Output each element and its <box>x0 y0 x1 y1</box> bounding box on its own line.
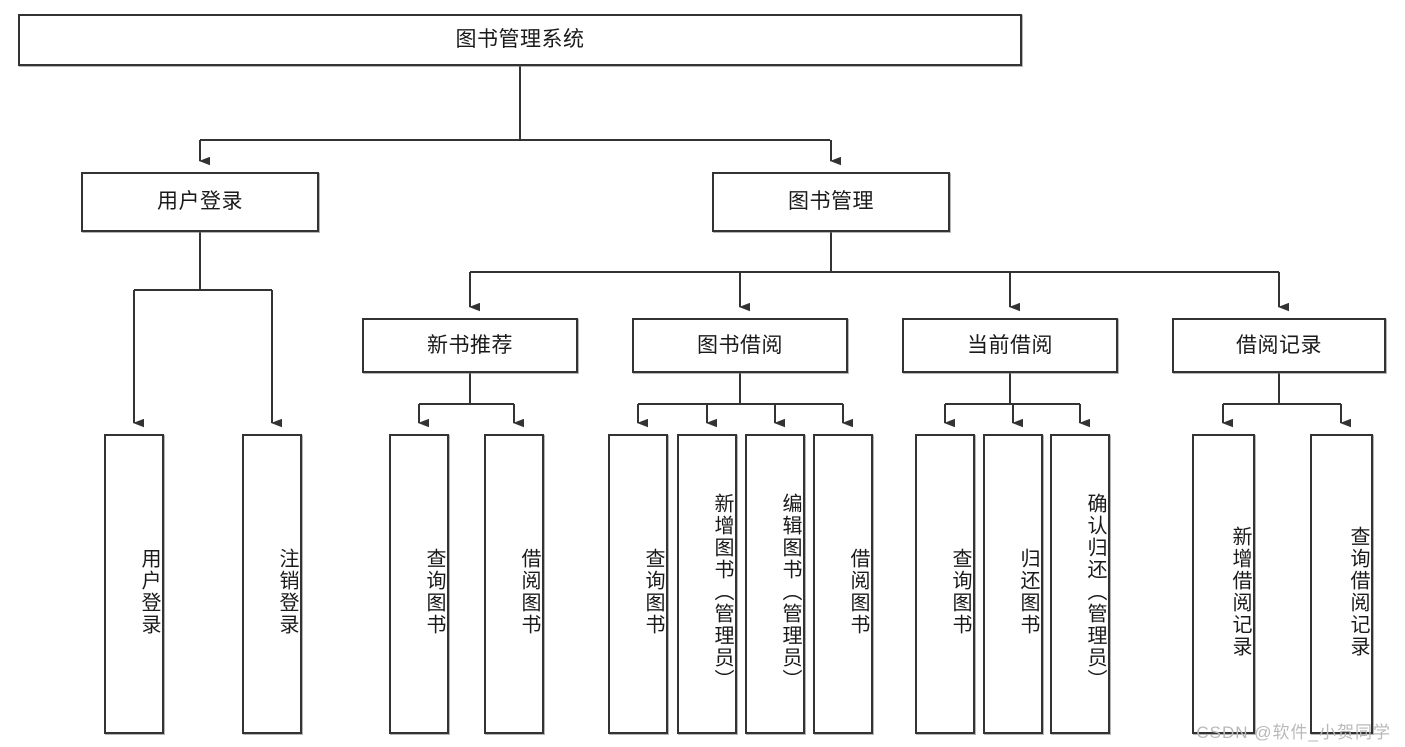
node-leaf-11-label: 新增借阅记录 <box>1229 526 1251 658</box>
node-leaf-9-label: 归还图书 <box>1017 548 1039 636</box>
node-leaf-10-label: 确认归还（管理员） <box>1084 493 1106 691</box>
node-level1-0-label: 用户登录 <box>157 190 243 214</box>
node-leaf-2-label: 查询图书 <box>423 548 445 636</box>
node-leaf-7[interactable]: 借阅图书 <box>813 434 873 734</box>
node-leaf-6[interactable]: 编辑图书（管理员） <box>745 434 805 734</box>
node-leaf-3[interactable]: 借阅图书 <box>484 434 544 734</box>
node-level2-2[interactable]: 当前借阅 <box>902 318 1118 373</box>
node-leaf-11[interactable]: 新增借阅记录 <box>1192 434 1255 734</box>
node-leaf-12[interactable]: 查询借阅记录 <box>1310 434 1373 734</box>
node-level2-3-label: 借阅记录 <box>1236 333 1322 357</box>
csdn-watermark: CSDN @软件_小贺同学 <box>1196 723 1391 742</box>
node-root-label: 图书管理系统 <box>455 28 585 52</box>
node-level2-1-label: 图书借阅 <box>697 333 783 357</box>
node-leaf-1[interactable]: 注销登录 <box>242 434 302 734</box>
node-level2-2-label: 当前借阅 <box>967 333 1053 357</box>
node-leaf-4[interactable]: 查询图书 <box>608 434 668 734</box>
node-leaf-0[interactable]: 用户登录 <box>104 434 164 734</box>
node-leaf-2[interactable]: 查询图书 <box>389 434 449 734</box>
node-level1-0[interactable]: 用户登录 <box>81 172 319 232</box>
node-leaf-8-label: 查询图书 <box>949 548 971 636</box>
node-leaf-7-label: 借阅图书 <box>847 548 869 636</box>
node-level2-1[interactable]: 图书借阅 <box>632 318 848 373</box>
node-leaf-12-label: 查询借阅记录 <box>1347 526 1369 658</box>
node-root[interactable]: 图书管理系统 <box>18 14 1022 66</box>
node-level2-0[interactable]: 新书推荐 <box>362 318 578 373</box>
node-level1-1-label: 图书管理 <box>788 190 874 214</box>
node-leaf-6-label: 编辑图书（管理员） <box>779 493 801 691</box>
node-leaf-0-label: 用户登录 <box>138 548 160 636</box>
node-leaf-5[interactable]: 新增图书（管理员） <box>677 434 737 734</box>
node-leaf-3-label: 借阅图书 <box>518 548 540 636</box>
node-leaf-8[interactable]: 查询图书 <box>915 434 975 734</box>
node-level1-1[interactable]: 图书管理 <box>712 172 950 232</box>
node-leaf-10[interactable]: 确认归还（管理员） <box>1050 434 1110 734</box>
node-leaf-1-label: 注销登录 <box>276 548 298 636</box>
node-level2-3[interactable]: 借阅记录 <box>1172 318 1386 373</box>
node-leaf-5-label: 新增图书（管理员） <box>711 493 733 691</box>
node-leaf-4-label: 查询图书 <box>642 548 664 636</box>
node-level2-0-label: 新书推荐 <box>427 333 513 357</box>
node-leaf-9[interactable]: 归还图书 <box>983 434 1043 734</box>
